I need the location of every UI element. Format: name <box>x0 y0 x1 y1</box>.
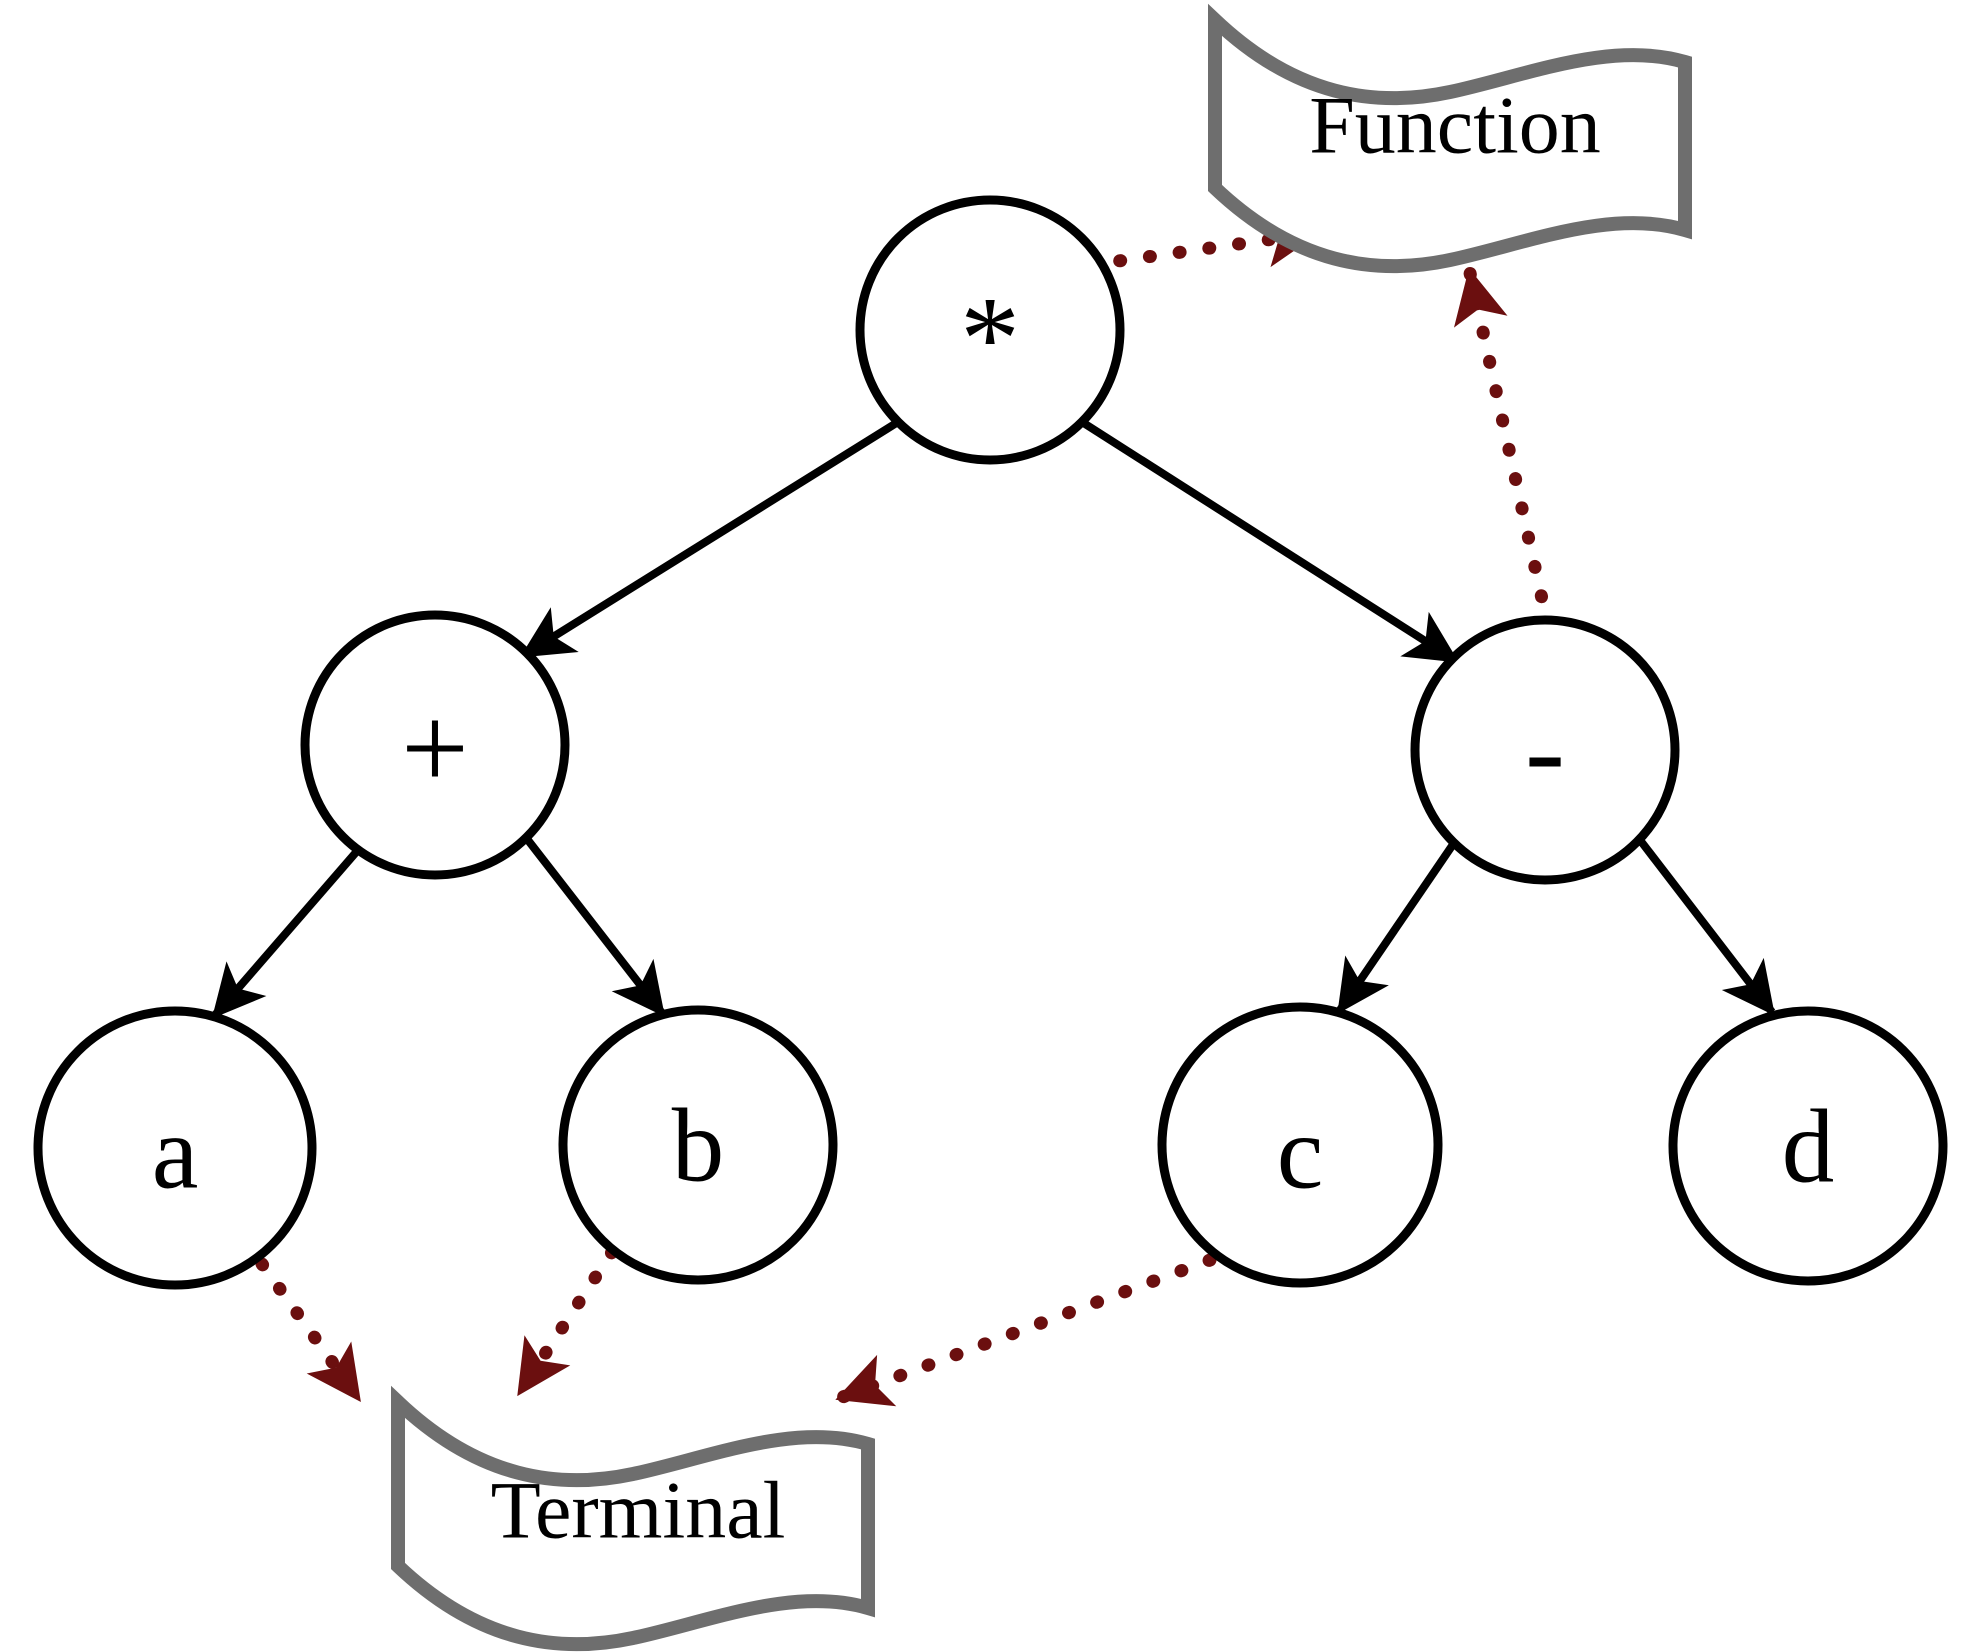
node-d[interactable]: d <box>1668 1006 1948 1286</box>
node-plus-label: + <box>401 682 469 815</box>
node-d-circle <box>1668 1006 1948 1286</box>
annot-edge-root-to-function <box>1083 212 1323 272</box>
node-a-circle <box>33 1006 317 1290</box>
tree-edge-root-minus <box>1079 418 1460 664</box>
node-plus-circle <box>300 610 570 880</box>
node-b-label: b <box>672 1087 725 1204</box>
node-b[interactable]: b <box>558 1005 838 1285</box>
node-minus[interactable]: - <box>1410 615 1680 885</box>
tree-edge-minus-d <box>1636 837 1776 1016</box>
terminal-banner[interactable]: Terminal <box>391 1385 875 1652</box>
tree-edge-minus-c <box>1336 837 1460 1014</box>
node-root[interactable]: * <box>855 195 1125 465</box>
tree-edges-group <box>211 418 1776 1019</box>
node-c-label: c <box>1277 1094 1324 1211</box>
node-c[interactable]: c <box>1157 1002 1443 1288</box>
annot-edge-b-to-terminal <box>513 1245 619 1399</box>
tree-edge-plus-a <box>211 847 362 1019</box>
annot-edge-minus-to-function <box>1453 266 1555 633</box>
tree-edge-plus-b <box>520 832 666 1017</box>
node-c-circle <box>1157 1002 1443 1288</box>
node-root-label: * <box>960 272 1020 405</box>
terminal-banner-shape <box>391 1385 875 1652</box>
node-b-circle <box>558 1005 838 1285</box>
node-a-label: a <box>152 1094 199 1211</box>
annot-edge-c-to-terminal <box>833 1253 1217 1407</box>
node-d-label: d <box>1782 1088 1835 1205</box>
tree-edge-root-plus <box>519 418 901 659</box>
node-plus[interactable]: + <box>300 610 570 880</box>
terminal-banner-label: Terminal <box>491 1465 786 1556</box>
node-minus-circle <box>1410 615 1680 885</box>
function-banner-shape <box>1208 3 1692 274</box>
node-root-circle <box>855 195 1125 465</box>
annotation-edges-group <box>255 212 1555 1407</box>
annot-edge-a-to-terminal <box>255 1257 365 1405</box>
function-banner-label: Function <box>1309 80 1601 171</box>
node-a[interactable]: a <box>33 1006 317 1290</box>
function-banner[interactable]: Function <box>1208 3 1692 274</box>
node-minus-label: - <box>1525 684 1565 817</box>
